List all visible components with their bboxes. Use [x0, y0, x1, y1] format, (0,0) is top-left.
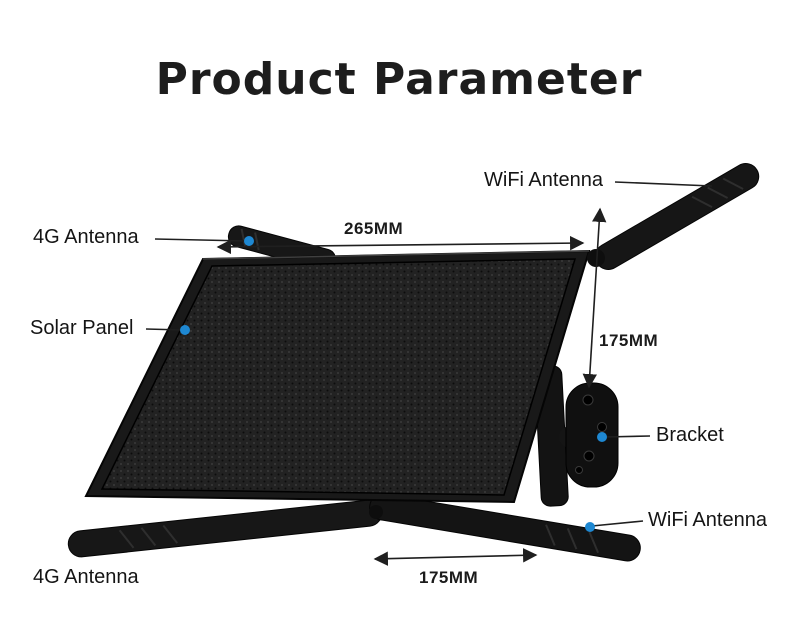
measure-line-top-width — [216, 235, 585, 255]
label-4g-antenna-bottom: 4G Antenna — [33, 566, 139, 588]
measurement-top-width: 265MM — [344, 219, 404, 238]
bottom-joint — [369, 505, 383, 519]
label-wifi-antenna-top: WiFi Antenna — [484, 169, 603, 191]
measure-line-right-height — [582, 207, 607, 389]
solar-panel-shape — [84, 249, 591, 504]
callout-dot-4g-top — [244, 236, 254, 246]
leader-line-wifi-top — [614, 181, 713, 187]
label-solar-panel: Solar Panel — [30, 317, 134, 339]
label-wifi-antenna-bottom: WiFi Antenna — [648, 509, 767, 531]
label-bracket: Bracket — [656, 424, 724, 446]
measure-line-bottom-width — [373, 548, 538, 566]
wifi-antenna-bottom-shape — [369, 493, 641, 562]
leader-line-bracket — [603, 435, 651, 438]
fourg-antenna-bottom-shape — [67, 499, 383, 558]
solar-panel-mesh — [100, 258, 577, 496]
measurement-right-height: 175MM — [599, 331, 659, 350]
leader-line-wifi-bottom — [591, 520, 644, 527]
bracket-plate-shape — [559, 382, 619, 488]
leader-line-solar-panel — [145, 328, 184, 331]
callout-dot-solar-panel — [180, 325, 190, 335]
callout-dot-wifi-bottom — [585, 522, 595, 532]
label-4g-antenna-top: 4G Antenna — [33, 226, 139, 248]
callout-dot-bracket — [597, 432, 607, 442]
wifi-antenna-top-shape — [594, 163, 760, 270]
page-title: Product Parameter — [155, 54, 643, 105]
measurement-bottom-width: 175MM — [419, 568, 479, 587]
